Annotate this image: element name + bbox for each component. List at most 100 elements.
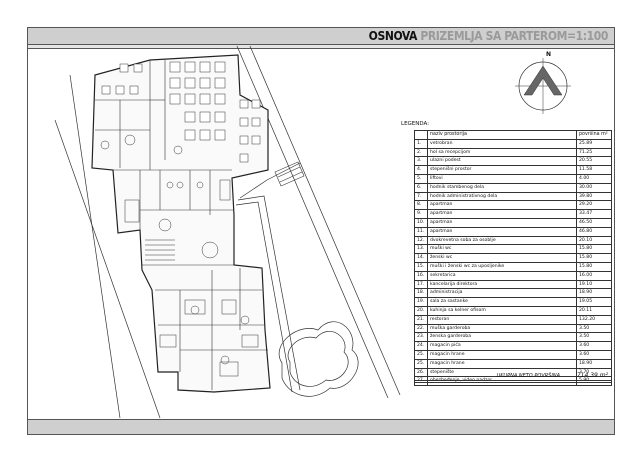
restaurant-furniture [101,61,261,163]
legend-row-area: 15.80 [576,253,612,263]
legend-row-name: hodnik stambenog dela [427,182,577,193]
legend-row-name: hol sa recepcijom [427,147,577,158]
legend-row-area: 15.80 [576,261,612,272]
legend-row-name: apartman [427,200,577,211]
legend-row-num: 23. [414,332,428,343]
legend-row-num: 4. [414,165,428,175]
legend-table: naziv prostorija površina m² 1.vetrobran… [414,130,612,387]
legend-row-num: 7. [414,191,428,202]
legend-row-num: 22. [414,323,428,334]
legend-header-area: površina m² [576,130,612,140]
legend-row-area: 20.10 [576,235,612,246]
site-boundary [54,45,401,419]
legend-row-name: sekretarica [427,270,577,281]
legend-row-name: vetrobran [427,138,577,149]
legend-row-num: 13. [414,244,428,255]
title-bold: OSNOVA [368,29,418,43]
legend-row-name: kancelarija direktora [427,279,577,290]
legend-row-area: 15.80 [576,244,612,255]
legend-row-area: 39.80 [576,191,612,202]
fixtures [100,134,259,377]
legend-row-num: 12. [414,235,428,246]
legend-row-area: 18.90 [576,358,612,369]
legend-row-name: kuhinja sa kelner ofisom [427,305,577,316]
legend-header-num [414,130,428,140]
legend-row-num: 14. [414,253,428,263]
legend-row-area: 71.25 [576,147,612,158]
legend-row-name: magacin hrane [427,349,577,360]
legend-row-area: 46.80 [576,226,612,237]
legend-row-area: 132.20 [576,314,612,325]
north-arrow: N [515,51,571,114]
legend-row-area: 18.90 [576,288,612,299]
legend-row-area: 3.60 [576,349,612,360]
legend-row-num: 25. [414,358,428,369]
legend-row-num: 9. [414,209,428,219]
legend-row-name: ulazni podest [427,156,577,167]
legend-row-num: 11. [414,226,428,237]
legend-header-row: naziv prostorija površina m² [414,130,612,140]
legend-row-num: 19. [414,297,428,307]
north-label: N [546,51,551,58]
legend-row-area: 33.47 [576,209,612,219]
legend-row-area: 19.05 [576,297,612,307]
legend-row-name: apartman [427,209,577,219]
legend-row-area: 20.11 [576,305,612,316]
legend-row-name: hodnik administrativnog dela [427,191,577,202]
legend-row-area: 20.55 [576,156,612,167]
total-label: UKUPNA NETO POVRŠINA [496,373,560,379]
legend-row-area: 4.00 [576,173,612,184]
interior-walls [95,60,268,390]
legend-row-num: 2. [414,147,428,158]
legend-row-area: 11.58 [576,165,612,175]
legend-row-name: sala za sastanke [427,297,577,307]
legend-row-num: 17. [414,279,428,290]
legend-row-num: 18. [414,288,428,299]
legend-body: naziv prostorija površina m² 1.vetrobran… [414,130,612,387]
total-rule [414,380,612,381]
legend-row-area: 19.10 [576,279,612,290]
legend-row-num: 20. [414,305,428,316]
legend-row-num: 10. [414,217,428,228]
legend-row-num: 24. [414,341,428,351]
legend-row-num: 1. [414,138,428,149]
legend-row-area: 46.50 [576,217,612,228]
legend-row-name: magacin pića [427,341,577,351]
legend-row-name: muška garderoba [427,323,577,334]
legend-row-name: liftovi [427,173,577,184]
legend-row-name: administracija [427,288,577,299]
total-rule-double [414,382,612,383]
legend-row-name: ženski wc [427,253,577,263]
legend-row-name: ženska garderoba [427,332,577,343]
legend-row-area: 3.50 [576,323,612,334]
legend-row-area: 16.00 [576,270,612,281]
legend-row-name: apartman [427,217,577,228]
legend-row-num: 5. [414,173,428,184]
legend-row-area: 3.50 [576,332,612,343]
legend-row-area: 29.20 [576,200,612,211]
legend-row-area: 25.89 [576,138,612,149]
garden-path [235,195,359,397]
legend-row-name: restoran [427,314,577,325]
legend-row-name: muški wc [427,244,577,255]
legend-row-num: 25. [414,349,428,360]
legend-row-name: magacin hrane [427,358,577,369]
legend-row-area: 3.60 [576,341,612,351]
